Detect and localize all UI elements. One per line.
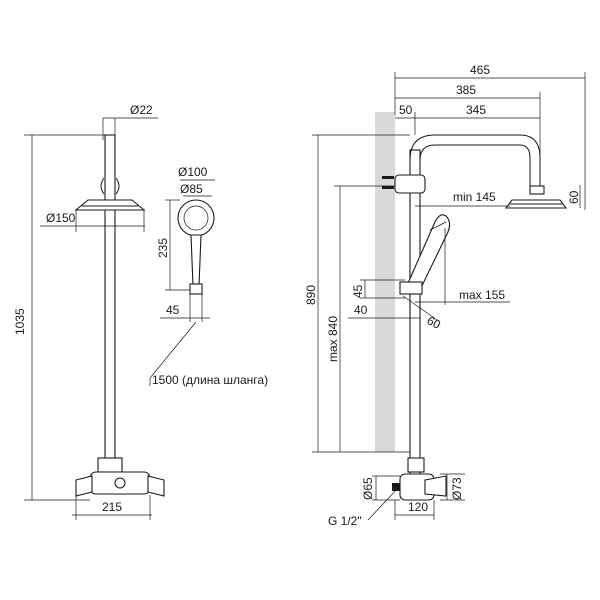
arm-span-label: 345 <box>466 103 486 117</box>
holder-depth-label: 40 <box>354 303 368 317</box>
max-reach-label: max 155 <box>459 288 505 302</box>
side-riser-pipe <box>409 149 421 476</box>
height-label: 890 <box>304 285 318 305</box>
hand-shower-head <box>177 199 215 237</box>
holder-height-label: 45 <box>351 284 365 298</box>
front-left-handle <box>75 475 93 497</box>
mixer-width-label: 215 <box>102 500 122 514</box>
arm-reach-label: 385 <box>456 83 476 97</box>
holder-width-label: 45 <box>166 303 180 317</box>
front-shower-head <box>74 199 146 211</box>
holder-angle-label: 60 <box>425 313 444 332</box>
head-diameter-label: Ø150 <box>46 211 76 225</box>
hand-inner-diameter-label: Ø85 <box>180 182 203 196</box>
hand-shower-handle <box>190 234 202 287</box>
wall-hatch <box>375 112 395 452</box>
side-view: 465 385 50 345 60 min 145 <box>304 63 586 528</box>
inlet-diameter-label: Ø65 <box>361 477 375 500</box>
total-height-label: 1035 <box>13 308 27 335</box>
thread-label: G 1/2" <box>328 514 362 528</box>
side-overhead-arm <box>409 134 541 190</box>
hand-shower-holder <box>189 283 203 295</box>
hand-shower-view: Ø100 Ø85 235 45 1500 (длина шланга) <box>149 165 268 387</box>
side-hand-shower <box>404 214 451 295</box>
pipe-diameter-label: Ø22 <box>130 103 153 117</box>
head-height-label: 60 <box>567 190 581 204</box>
hand-outer-diameter-label: Ø100 <box>178 165 208 179</box>
mixer-depth-label: 120 <box>408 500 428 514</box>
max-height-label: max 840 <box>326 316 340 362</box>
front-diverter <box>97 457 123 473</box>
front-view: Ø22 Ø150 1035 215 <box>13 103 165 520</box>
min-reach-label: min 145 <box>453 190 496 204</box>
side-wall-inlet <box>392 483 400 491</box>
front-arm-bracket <box>100 177 120 195</box>
front-riser-pipe <box>104 134 116 471</box>
side-slide-holder <box>399 281 423 295</box>
side-diverter <box>407 457 425 473</box>
hose-length-note: 1500 (длина шланга) <box>152 373 268 387</box>
overall-reach-label: 465 <box>470 63 490 77</box>
front-right-handle <box>147 475 165 497</box>
side-mixer-handle <box>424 475 447 497</box>
hand-length-label: 235 <box>156 238 170 258</box>
escutcheon-diameter-label: Ø73 <box>450 477 464 500</box>
wall-offset-label: 50 <box>399 103 413 117</box>
side-wall-bracket <box>394 174 426 194</box>
